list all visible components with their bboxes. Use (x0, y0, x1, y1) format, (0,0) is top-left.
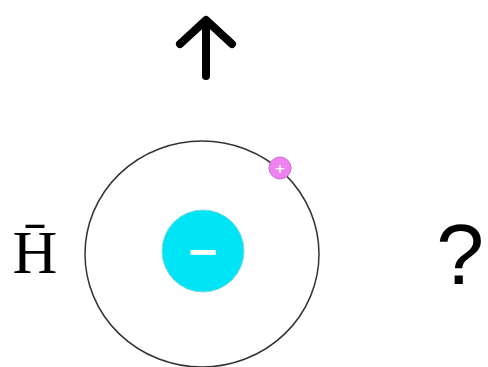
orbit-ring (85, 141, 319, 367)
charge-sign: − (186, 231, 220, 271)
antihydrogen-symbol: H̄ (13, 221, 58, 283)
positron: + (268, 156, 292, 180)
question-mark: ? (436, 211, 484, 297)
spin-arrow (180, 20, 232, 76)
antiproton-nucleus: − (161, 209, 245, 293)
charge-sign: + (275, 162, 286, 175)
